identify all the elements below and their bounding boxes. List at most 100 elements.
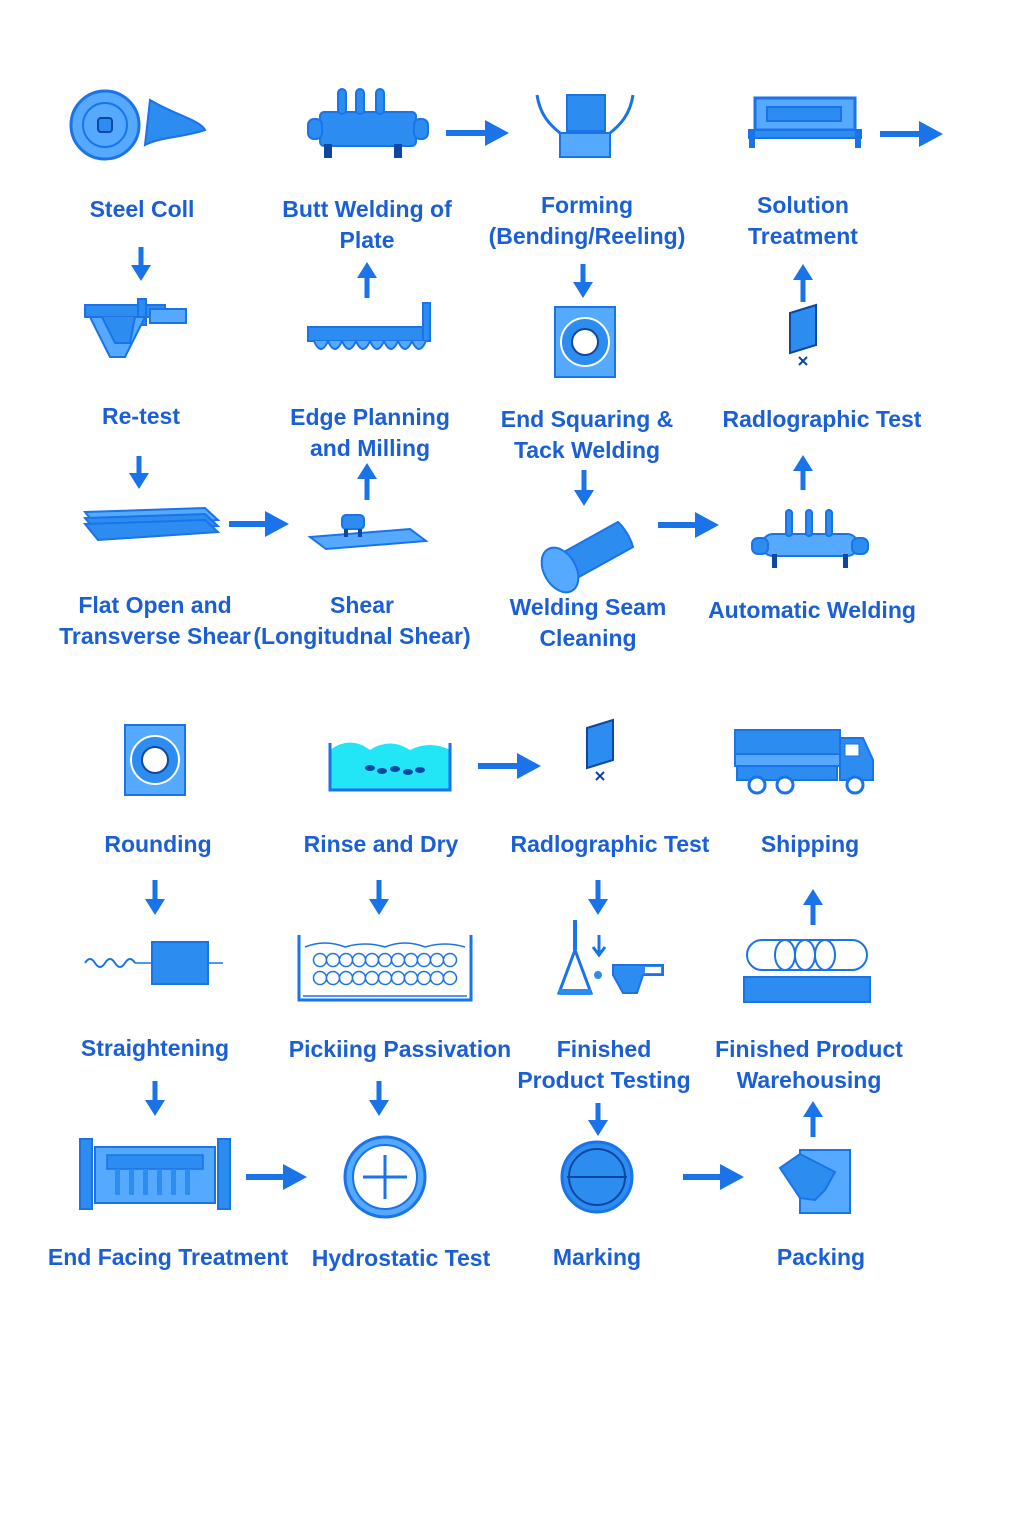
gauge-icon [343,1135,427,1219]
step-label-re-test: Re-test [102,401,180,432]
step-label-end-squaring: End Squaring & Tack Welding [501,404,674,466]
step-label-radiographic-test-2: Radlographic Test [511,829,710,860]
step-label-line: Warehousing [736,1067,882,1093]
step-label-line: Automatic Welding [708,597,916,623]
step-label-pickling-passivation: Pickiing Passivation [289,1034,511,1065]
pipe-icon [540,520,635,594]
straightener-icon [84,941,223,985]
flow-arrow-marking-to-packing [683,1164,744,1190]
flow-arrow-pickling-passivation-to-hydrostatic-test [369,1081,389,1116]
step-label-line: and Milling [309,435,431,461]
step-label-line: Shear [330,592,394,618]
flow-arrow-radiographic-test-1-to-solution-treatment [793,264,813,302]
forming-icon [535,94,635,158]
step-label-line: Re-test [102,403,180,429]
testing-icon [556,920,664,995]
step-label-line: Treatment [748,223,858,249]
step-label-line: Rounding [104,831,212,857]
film-icon [586,718,614,781]
ring-icon [124,724,186,796]
flow-arrow-edge-planning-to-butt-welding [357,262,377,298]
welding-machine-icon [751,509,869,568]
step-label-line: Welding Seam [509,594,667,620]
step-label-line: Flat Open and [78,592,232,618]
flow-arrow-rounding-to-straightening [145,880,165,915]
step-label-forming: Forming (Bending/Reeling) [489,190,686,252]
step-label-shipping: Shipping [761,829,859,860]
arrow-layer [129,120,943,1190]
ring-icon [554,306,616,378]
butt-welding-icon [307,88,429,158]
step-label-line: Shipping [760,831,860,857]
step-label-automatic-welding: Automatic Welding [708,595,916,626]
truck-icon [734,729,874,795]
flow-arrow-welding-seam-cleaning-to-automatic-welding [658,512,719,538]
flow-arrow-end-facing-to-hydrostatic-test [246,1164,307,1190]
step-label-line: Straightening [80,1035,230,1061]
plate-stack-icon [82,506,221,542]
step-label-line: Plate [339,227,395,253]
step-label-line: (Longitudnal Shear) [253,623,471,649]
step-label-line: Radlographic Test [722,406,922,432]
step-label-line: Tack Welding [513,437,661,463]
step-label-edge-planning: Edge Planning and Milling [290,402,450,464]
step-label-packing: Packing [777,1242,865,1273]
flow-arrow-finished-product-testing-to-marking [588,1103,608,1136]
step-label-line: Marking [552,1244,642,1270]
end-facing-icon [79,1138,231,1210]
flow-arrow-warehousing-to-shipping [803,889,823,925]
flow-arrow-steel-coil-to-re-test [131,247,151,281]
step-label-line: Radlographic Test [510,831,710,857]
step-label-line: Rinse and Dry [303,831,459,857]
water-tank-icon [328,742,452,792]
step-label-line: Product Testing [517,1067,691,1093]
clamp-icon [84,298,187,358]
step-label-rinse-and-dry: Rinse and Dry [304,829,459,860]
flow-arrow-re-test-to-flat-open [129,456,149,489]
step-label-line: Steel Coll [89,196,195,222]
flow-arrow-radiographic-test-2-to-finished-product-testing [588,880,608,915]
step-label-marking: Marking [553,1242,641,1273]
milling-icon [307,302,431,350]
flow-arrow-packing-to-warehousing [803,1101,823,1137]
steel-coil-icon [69,89,207,161]
flow-arrow-flat-open-to-shear [229,511,289,537]
furnace-icon [748,96,862,148]
step-label-line: Transverse Shear [59,623,251,649]
flow-arrow-shear-to-edge-planning [357,463,377,500]
step-label-line: End Facing Treatment [47,1244,289,1270]
step-label-line: Finished [556,1036,652,1062]
icon-layer [69,88,874,1219]
step-label-line: End Squaring & [500,406,674,432]
step-label-shear: Shear (Longitudnal Shear) [253,590,470,652]
film-icon [789,303,817,366]
warehouse-icon [743,939,871,1003]
flow-arrow-rinse-and-dry-to-pickling-passivation [369,880,389,915]
marking-icon [560,1140,634,1214]
step-label-line: Solution [757,192,849,218]
step-label-radiographic-test-1: Radlographic Test [723,404,922,435]
step-label-line: Edge Planning [290,404,450,430]
step-label-rounding: Rounding [104,829,211,860]
step-label-line: Forming [541,192,633,218]
flow-arrow-forming-to-end-squaring [573,264,593,298]
flow-arrow-rinse-and-dry-to-radiographic-test-2 [478,753,541,779]
step-label-straightening: Straightening [81,1033,229,1064]
step-label-line: Butt Welding of [282,196,452,222]
step-label-line: Cleaning [539,625,637,651]
step-label-butt-welding: Butt Welding of Plate [282,194,451,256]
step-label-line: (Bending/Reeling) [488,223,686,249]
step-label-line: Packing [776,1244,866,1270]
packing-icon [778,1149,851,1214]
step-label-line: Hydrostatic Test [311,1245,491,1271]
flow-arrow-end-squaring-to-welding-seam-cleaning [574,470,594,506]
flow-arrow-solution-treatment-to-rounding [880,121,943,147]
pickling-tank-icon [297,935,473,1002]
shear-icon [307,514,429,551]
flow-arrow-automatic-welding-to-radiographic-test-1 [793,455,813,490]
